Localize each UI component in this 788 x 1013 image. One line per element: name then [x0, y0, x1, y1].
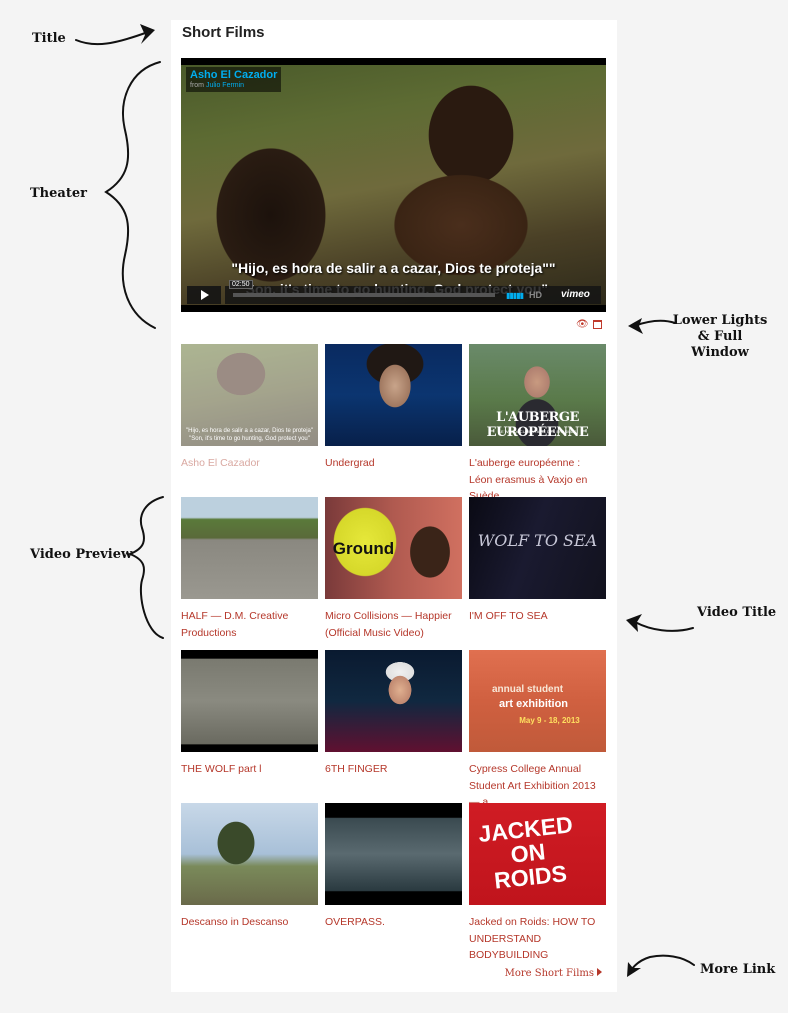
video-item[interactable]: L'AUBERGE EUROPÉENNE LE WEBDOCUMENTAIRE … — [469, 344, 606, 505]
lower-lights-arrow — [633, 319, 676, 327]
video-thumbnail[interactable]: WOLF TO SEA — [469, 497, 606, 599]
video-title[interactable]: Asho El Cazador — [181, 457, 260, 469]
video-title[interactable]: Cypress College Annual Student Art Exhib… — [469, 763, 596, 808]
full-window-icon[interactable] — [593, 320, 602, 329]
thumbnail-line-1: annual student — [491, 684, 564, 695]
thumbnail-heading: L'AUBERGE EUROPÉENNE — [486, 410, 589, 440]
thumbnail-subtitle-2: "Son, it's time to go hunting, God prote… — [189, 436, 310, 442]
player-author-link[interactable]: Julio Fermin — [205, 82, 245, 89]
video-item[interactable]: "Hijo, es hora de salir a a cazar, Dios … — [181, 344, 318, 472]
video-title[interactable]: I'M OFF TO SEA — [469, 610, 548, 622]
title-arrow-head — [140, 24, 155, 44]
video-item[interactable]: 6TH FINGER — [325, 650, 462, 778]
video-item[interactable]: annual student art exhibition May 9 - 18… — [469, 650, 606, 811]
video-title[interactable]: HALF — D.M. Creative Productions — [181, 610, 289, 639]
video-thumbnail[interactable] — [181, 650, 318, 752]
video-frame[interactable] — [181, 65, 606, 305]
video-item[interactable]: Undergrad — [325, 344, 462, 472]
thumbnail-subtitle-1: "Hijo, es hora de salir a a cazar, Dios … — [186, 428, 313, 434]
annotation-lower-lights-line-2: & Full Window — [691, 329, 749, 360]
time-indicator: 02:50 — [229, 280, 253, 289]
thumbnail-heading: JACKED ON ROIDS — [477, 811, 574, 894]
video-item[interactable]: OVERPASS. — [325, 803, 462, 931]
thumbnail-heading: WOLF TO SEA — [477, 531, 598, 550]
more-link-arrow — [629, 954, 695, 973]
video-title[interactable]: Descanso in Descanso — [181, 916, 289, 928]
video-thumbnail[interactable] — [181, 497, 318, 599]
video-thumbnail[interactable] — [325, 650, 462, 752]
progress-track[interactable] — [233, 293, 495, 297]
player-video-author: from Julio Fermin — [190, 82, 277, 89]
video-item[interactable]: THE WOLF part l — [181, 650, 318, 778]
play-button[interactable] — [187, 286, 221, 304]
player-controls: 02:50 ▮▮▮▮▮ HD vimeo — [187, 280, 601, 304]
thumbnail-subheading: LE WEBDOCUMENTAIRE DES ERASMUS — [498, 429, 577, 434]
theater-brace — [104, 61, 161, 329]
video-theater[interactable]: Asho El Cazador from Julio Fermin "Hijo,… — [181, 58, 606, 312]
video-thumbnail[interactable] — [325, 803, 462, 905]
video-thumbnail[interactable] — [181, 803, 318, 905]
annotation-lower-lights-line-1: Lower Lights — [672, 313, 768, 328]
annotation-theater: Theater — [30, 186, 87, 201]
video-title[interactable]: Jacked on Roids: HOW TO UNDERSTAND BODYB… — [469, 916, 596, 961]
more-link-arrow-head — [627, 962, 641, 977]
short-films-widget: Short Films Asho El Cazador from Julio F… — [171, 20, 617, 992]
video-item[interactable]: Descanso in Descanso — [181, 803, 318, 931]
lower-lights-arrow-head — [628, 318, 643, 334]
video-thumbnail[interactable]: L'AUBERGE EUROPÉENNE LE WEBDOCUMENTAIRE … — [469, 344, 606, 446]
widget-title: Short Films — [182, 24, 265, 41]
video-thumbnail[interactable] — [325, 344, 462, 446]
hd-toggle[interactable]: HD — [529, 290, 542, 300]
video-item[interactable]: Ground Micro Collisions — Happier (Offic… — [325, 497, 462, 641]
lower-lights-eye-icon[interactable]: 👁 — [576, 319, 589, 330]
annotation-video-title: Video Title — [697, 605, 777, 620]
player-video-title[interactable]: Asho El Cazador — [190, 69, 278, 81]
video-item[interactable]: JACKED ON ROIDS Jacked on Roids: HOW TO … — [469, 803, 606, 964]
video-item[interactable]: HALF — D.M. Creative Productions — [181, 497, 318, 641]
video-title[interactable]: THE WOLF part l — [181, 763, 262, 775]
player-from-label: from — [190, 82, 204, 89]
video-title-arrow — [634, 621, 694, 632]
thumbnail-line-3: May 9 - 18, 2013 — [519, 716, 580, 725]
volume-icon[interactable]: ▮▮▮▮▮ — [506, 291, 524, 300]
video-thumbnail[interactable]: "Hijo, es hora de salir a a cazar, Dios … — [181, 344, 318, 446]
title-arrow — [75, 31, 149, 46]
video-info-overlay: Asho El Cazador from Julio Fermin — [186, 67, 282, 92]
thumbnail-line-2: art exhibition — [498, 698, 569, 710]
thumbnail-balloon-text: Ground — [332, 539, 395, 558]
video-thumbnail[interactable]: Ground — [325, 497, 462, 599]
video-item[interactable]: WOLF TO SEA I'M OFF TO SEA — [469, 497, 606, 625]
arrow-right-icon — [597, 968, 602, 976]
video-thumbnail[interactable]: JACKED ON ROIDS — [469, 803, 606, 905]
more-link-label[interactable]: More Short Films — [504, 968, 594, 979]
video-title[interactable]: Micro Collisions — Happier (Official Mus… — [325, 610, 452, 639]
video-title[interactable]: OVERPASS. — [325, 916, 385, 928]
video-thumbnail[interactable]: annual student art exhibition May 9 - 18… — [469, 650, 606, 752]
video-preview-brace — [127, 496, 164, 639]
subtitle-line-1: "Hijo, es hora de salir a a cazar, Dios … — [231, 260, 556, 276]
video-title-arrow-head — [626, 614, 642, 632]
annotation-title: Title — [32, 31, 66, 46]
annotation-more-link: More Link — [700, 962, 776, 977]
annotation-video-preview: Video Preview — [30, 547, 133, 562]
video-title[interactable]: Undergrad — [325, 457, 375, 469]
more-short-films-link[interactable]: More Short Films — [505, 968, 602, 979]
control-bar: 02:50 ▮▮▮▮▮ HD vimeo — [225, 280, 601, 304]
vimeo-logo[interactable]: vimeo — [561, 289, 590, 300]
annotation-lower-lights: Lower Lights & Full Window — [672, 313, 768, 361]
video-title[interactable]: 6TH FINGER — [325, 763, 388, 775]
